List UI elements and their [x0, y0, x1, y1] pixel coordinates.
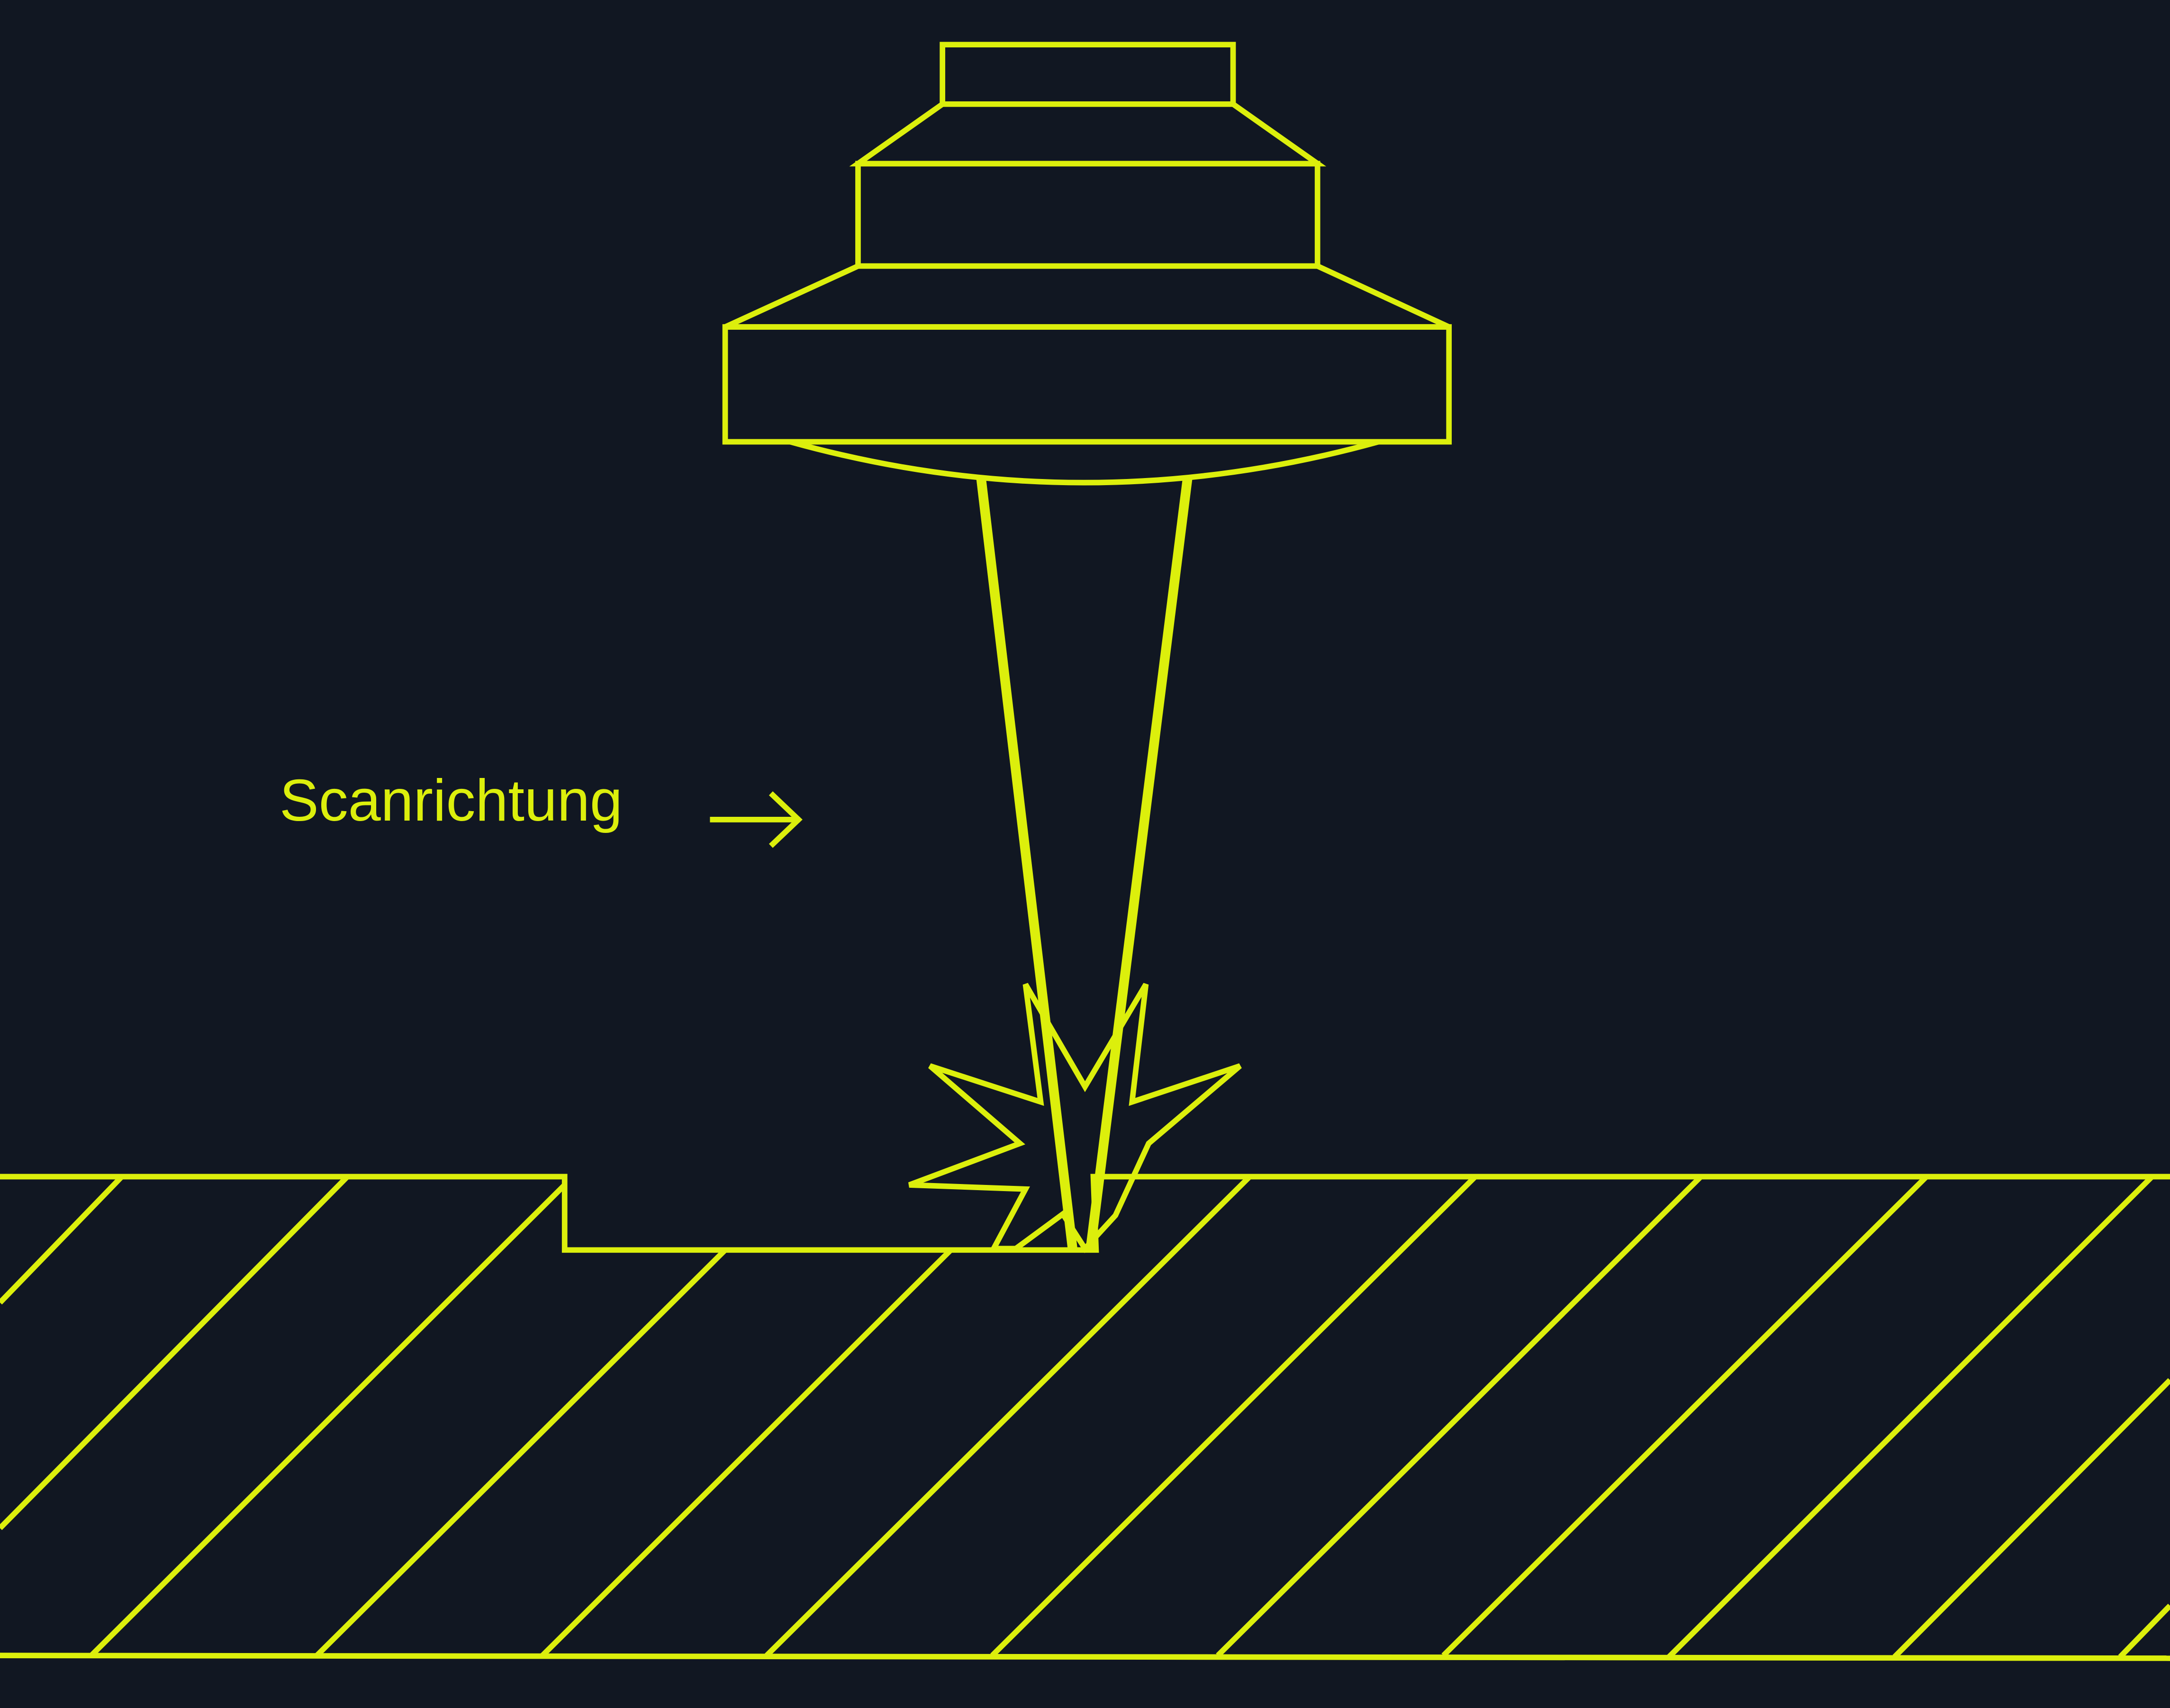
workpiece-bottom-edge: [0, 1653, 2170, 1661]
laser-head: [722, 42, 1452, 486]
focusing-lens: [789, 439, 1379, 486]
laser-head-lower-shoulder: [724, 263, 1450, 330]
workpiece: [0, 1174, 2170, 1661]
laser-head-base-block: [722, 324, 1452, 445]
laser-beam: [976, 479, 1193, 1249]
scan-direction-label: Scanrichtung: [280, 768, 623, 833]
laser-head-upper-shoulder: [849, 102, 1327, 167]
laser-beam-left-edge: [976, 479, 1077, 1249]
workpiece-ablated-surface: [0, 1174, 2170, 1253]
laser-beam-right-edge: [1085, 479, 1193, 1249]
ablation-spark: [908, 983, 1242, 1253]
right-arrow-icon: [710, 791, 803, 848]
laser-head-top-block: [940, 42, 1236, 107]
laser-head-middle-block: [855, 161, 1320, 269]
material-hatching: [0, 1175, 2170, 1659]
